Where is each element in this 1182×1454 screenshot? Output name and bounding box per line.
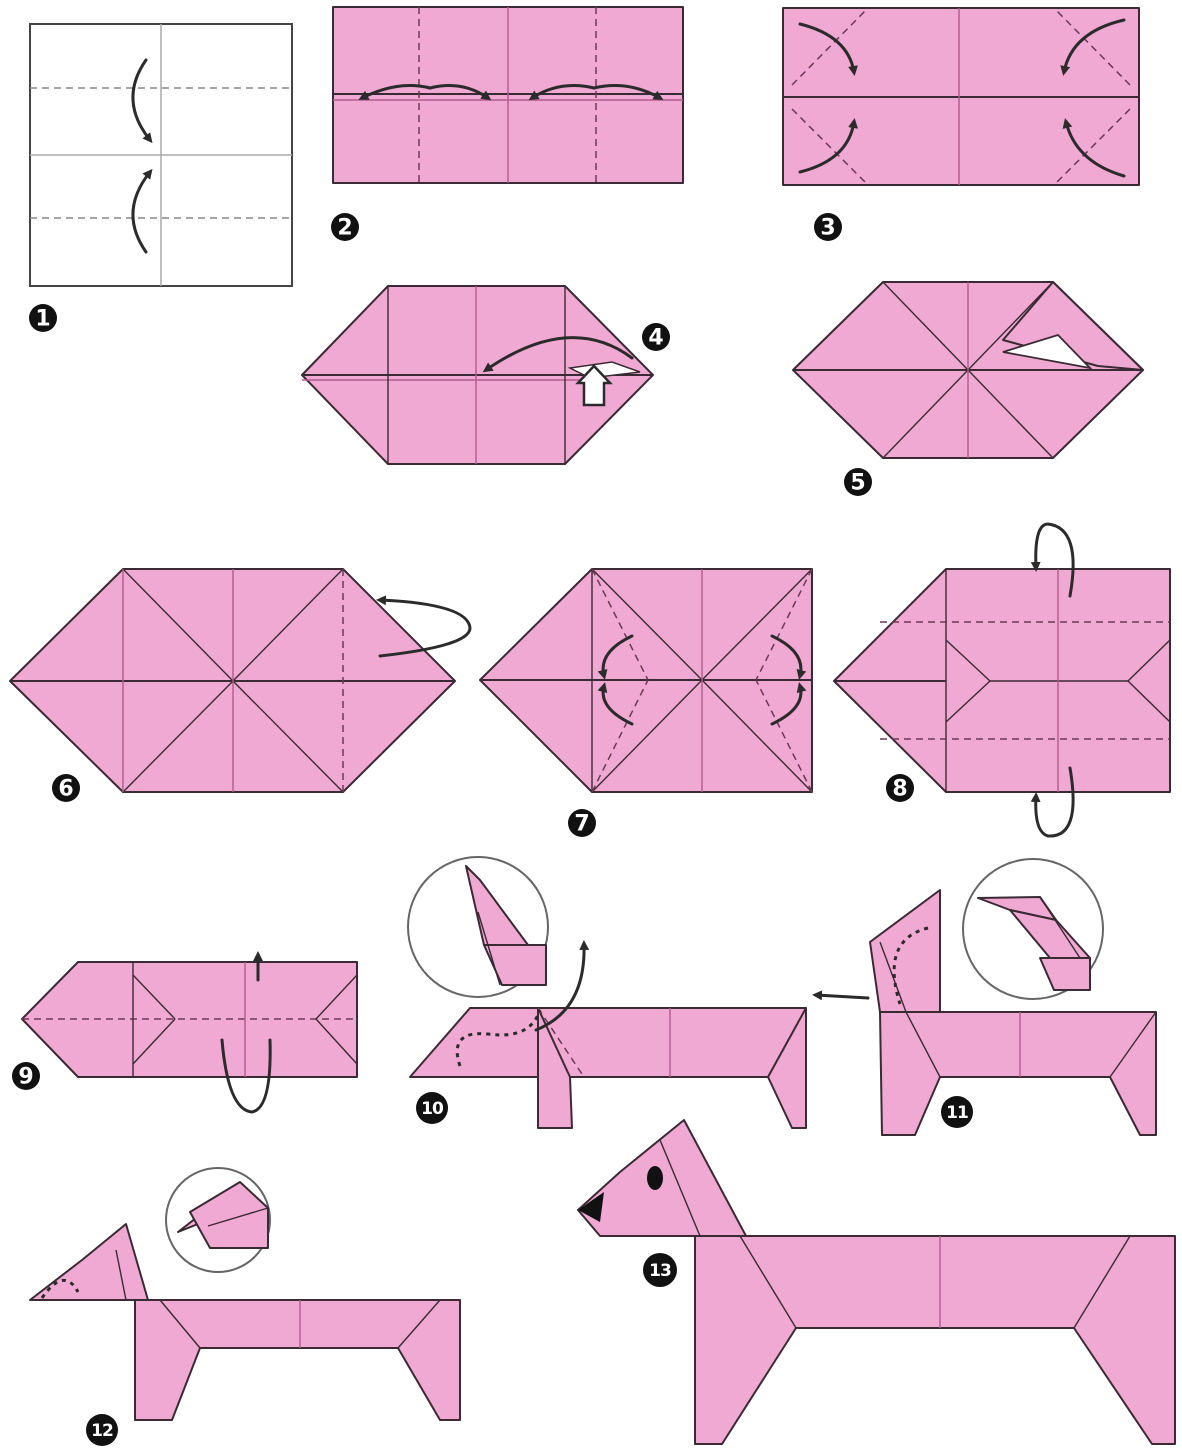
step-7-badge: 7 (568, 809, 596, 837)
step-6-number: 6 (58, 777, 73, 802)
step-12-figure (30, 1168, 460, 1420)
step-5-badge: 5 (844, 468, 872, 496)
step-8-badge: 8 (886, 774, 914, 802)
step-2-figure (333, 7, 683, 183)
dog-eye (647, 1166, 663, 1190)
step-7-figure (480, 569, 812, 792)
step-2-badge: 2 (331, 213, 359, 241)
step-4-figure (302, 286, 653, 464)
step-10-badge: 10 (416, 1092, 448, 1124)
step-1-number: 1 (35, 307, 50, 332)
step-13-badge: 13 (643, 1253, 677, 1287)
step-3-number: 3 (820, 216, 835, 241)
step-4-badge: 4 (642, 323, 670, 351)
step-12-number: 12 (91, 1421, 113, 1441)
step-12-badge: 12 (86, 1414, 118, 1446)
step-3-badge: 3 (814, 213, 842, 241)
step-6-figure (10, 569, 470, 792)
step-10-figure (408, 857, 806, 1128)
step-4-number: 4 (648, 326, 663, 351)
step-9-badge: 9 (12, 1062, 40, 1090)
step-1-badge: 1 (29, 304, 57, 332)
step-5-number: 5 (850, 471, 865, 496)
step-9-figure (22, 955, 357, 1112)
step-6-badge: 6 (52, 774, 80, 802)
step-11-figure (816, 859, 1156, 1135)
step-1-figure (30, 24, 292, 286)
step-2-number: 2 (337, 216, 352, 241)
step-13-number: 13 (649, 1261, 671, 1281)
step-9-number: 9 (18, 1065, 33, 1090)
step-5-figure (793, 282, 1143, 458)
step-3-figure (783, 8, 1139, 185)
step-10-number: 10 (421, 1099, 444, 1119)
step-8-number: 8 (892, 777, 907, 802)
step-7-number: 7 (574, 812, 589, 837)
step-11-badge: 11 (941, 1096, 973, 1128)
step-11-number: 11 (946, 1103, 968, 1123)
step-8-figure (834, 524, 1170, 836)
